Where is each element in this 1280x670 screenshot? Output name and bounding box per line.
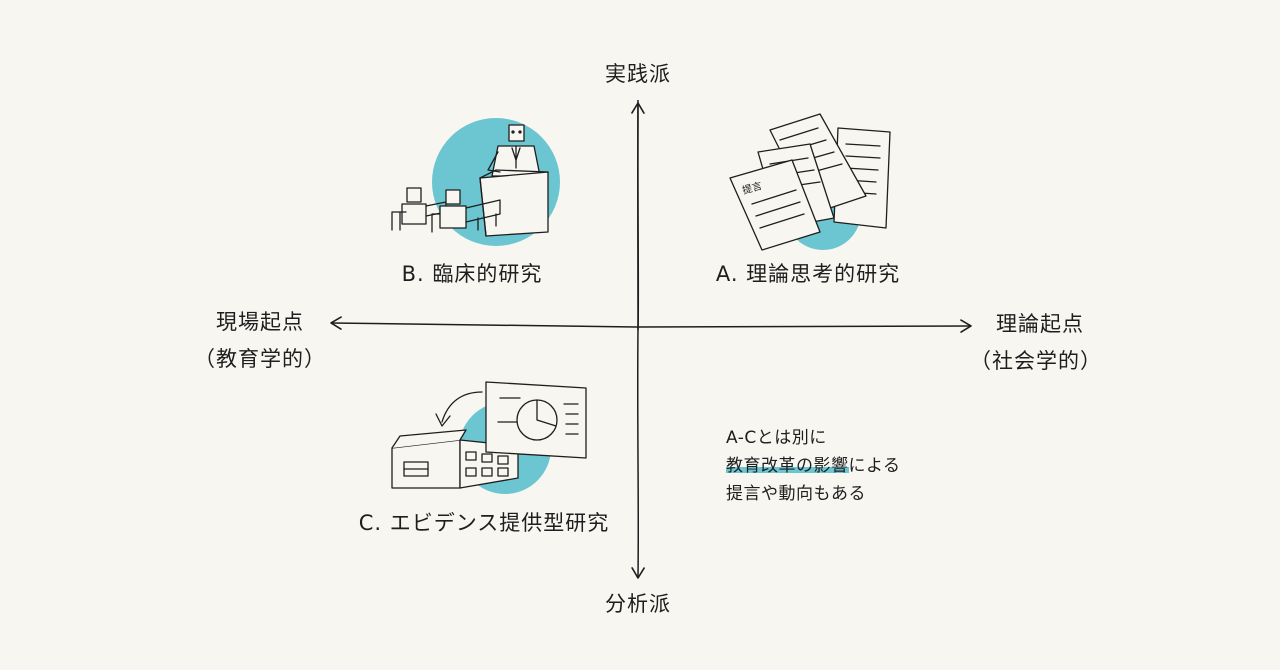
note-line-1: A-Cとは別に <box>726 428 827 448</box>
quadrant-b-label: B. 臨床的研究 <box>401 262 543 286</box>
note-line-2: 教育改革の影響による <box>726 452 901 480</box>
vertical-axis <box>631 99 645 579</box>
classroom-illustration <box>391 118 560 246</box>
axis-right-label: 理論起点 <box>996 312 1084 336</box>
axis-left-sublabel: （教育学的） <box>194 347 326 371</box>
note-highlight: 教育改革の影響 <box>726 456 849 476</box>
note-line-3: 提言や動向もある <box>726 484 866 504</box>
axis-bottom-label: 分析派 <box>605 592 671 616</box>
axis-right-sublabel: （社会学的） <box>970 349 1102 373</box>
note-line-2-rest: による <box>848 456 901 476</box>
axis-top-label: 実践派 <box>605 62 671 86</box>
horizontal-axis <box>330 316 972 333</box>
evidence-illustration <box>391 381 587 494</box>
documents-illustration <box>729 113 891 251</box>
quadrant-a-label: A. 理論思考的研究 <box>715 262 901 286</box>
axis-left-label: 現場起点 <box>216 310 304 334</box>
quadrant-c-label: C. エビデンス提供型研究 <box>358 511 610 535</box>
side-note: A-Cとは別に 教育改革の影響による 提言や動向もある <box>726 424 901 508</box>
